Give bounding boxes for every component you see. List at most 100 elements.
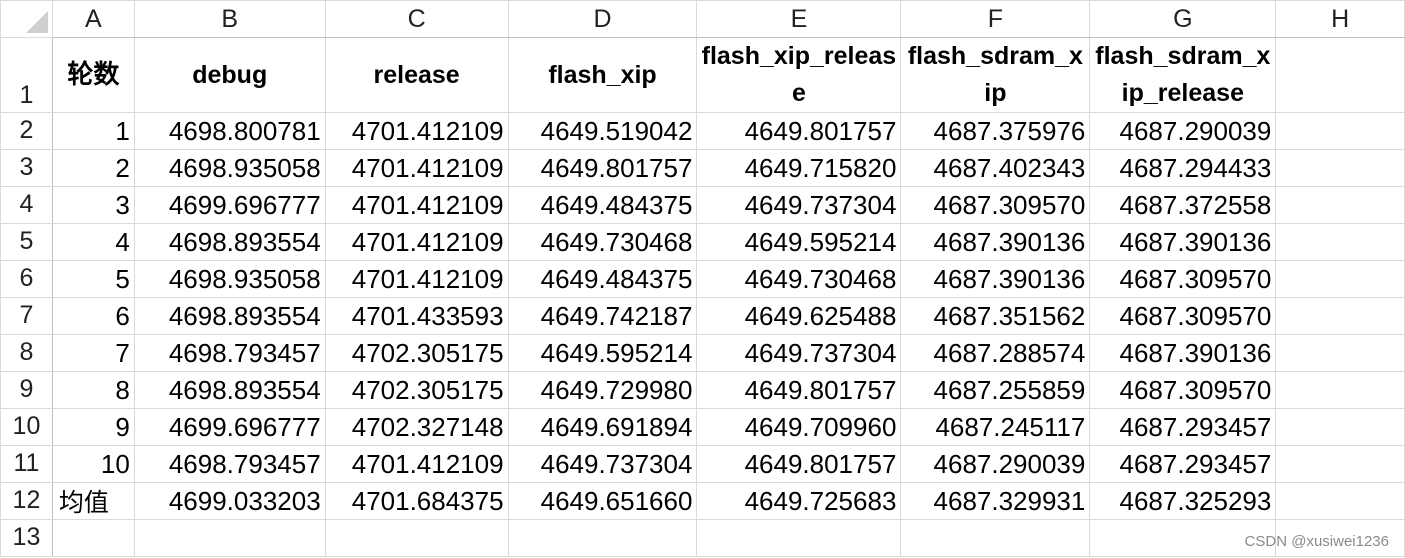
cell-c[interactable]: 4701.433593	[324, 297, 509, 335]
cell-c[interactable]: 4701.412109	[324, 112, 509, 150]
cell-h[interactable]	[1275, 297, 1405, 335]
cell-d[interactable]: 4649.742187	[507, 297, 698, 335]
cell-d[interactable]: 4649.651660	[507, 482, 698, 520]
row-header[interactable]: 11	[0, 445, 53, 483]
header-cell-release[interactable]: release	[324, 37, 509, 113]
cell-c[interactable]: 4702.327148	[324, 408, 509, 446]
header-cell-flash-xip[interactable]: flash_xip	[507, 37, 698, 113]
row-header[interactable]: 7	[0, 297, 53, 335]
cell-b[interactable]: 4698.893554	[133, 223, 326, 261]
cell-a[interactable]: 2	[51, 149, 135, 187]
cell-a[interactable]: 5	[51, 260, 135, 298]
cell-h[interactable]	[1275, 186, 1405, 224]
cell-f[interactable]: 4687.351562	[900, 297, 1091, 335]
cell-a[interactable]: 9	[51, 408, 135, 446]
column-header-a[interactable]: A	[51, 0, 135, 38]
column-header-h[interactable]: H	[1275, 0, 1405, 38]
column-header-b[interactable]: B	[133, 0, 326, 38]
cell-c[interactable]: 4702.305175	[324, 334, 509, 372]
column-header-g[interactable]: G	[1089, 0, 1277, 38]
cell-e[interactable]: 4649.730468	[696, 260, 902, 298]
row-header[interactable]: 13	[0, 519, 53, 557]
cell-d[interactable]: 4649.595214	[507, 334, 698, 372]
cell-h[interactable]	[1275, 260, 1405, 298]
cell-b[interactable]: 4698.800781	[133, 112, 326, 150]
cell-h[interactable]	[1275, 149, 1405, 187]
cell-c[interactable]: 4701.412109	[324, 223, 509, 261]
row-header[interactable]: 12	[0, 482, 53, 520]
cell-f[interactable]: 4687.329931	[900, 482, 1091, 520]
row-header[interactable]: 3	[0, 149, 53, 187]
cell-h[interactable]	[1275, 519, 1405, 557]
cell-e[interactable]	[696, 519, 902, 557]
cell-d[interactable]	[507, 519, 698, 557]
cell-b[interactable]: 4698.793457	[133, 334, 326, 372]
cell-d[interactable]: 4649.484375	[507, 260, 698, 298]
cell-b[interactable]: 4698.935058	[133, 149, 326, 187]
row-header[interactable]: 10	[0, 408, 53, 446]
cell-a[interactable]: 8	[51, 371, 135, 409]
cell-h[interactable]	[1275, 371, 1405, 409]
cell-f[interactable]: 4687.288574	[900, 334, 1091, 372]
column-header-d[interactable]: D	[507, 0, 698, 38]
cell-g[interactable]: 4687.390136	[1089, 223, 1277, 261]
cell-h[interactable]	[1275, 445, 1405, 483]
cell-g[interactable]: 4687.309570	[1089, 297, 1277, 335]
cell-c[interactable]	[324, 519, 509, 557]
cell-e[interactable]: 4649.737304	[696, 334, 902, 372]
cell-e[interactable]: 4649.625488	[696, 297, 902, 335]
header-cell-rounds[interactable]: 轮数	[51, 37, 135, 113]
cell-b[interactable]: 4699.696777	[133, 186, 326, 224]
cell-g[interactable]: 4687.390136	[1089, 334, 1277, 372]
cell-d[interactable]: 4649.484375	[507, 186, 698, 224]
row-header[interactable]: 9	[0, 371, 53, 409]
cell-b[interactable]: 4698.893554	[133, 371, 326, 409]
row-header[interactable]: 2	[0, 112, 53, 150]
cell-a[interactable]: 4	[51, 223, 135, 261]
cell-f[interactable]: 4687.309570	[900, 186, 1091, 224]
header-cell-flash-sdram-xip[interactable]: flash_sdram_xip	[900, 37, 1091, 113]
cell-e[interactable]: 4649.737304	[696, 186, 902, 224]
select-all-corner[interactable]	[0, 0, 53, 38]
cell-f[interactable]: 4687.375976	[900, 112, 1091, 150]
cell-g[interactable]: 4687.309570	[1089, 260, 1277, 298]
cell-e[interactable]: 4649.801757	[696, 445, 902, 483]
cell-f[interactable]: 4687.390136	[900, 260, 1091, 298]
cell-b[interactable]	[133, 519, 326, 557]
cell-a[interactable]: 均值	[51, 482, 135, 520]
cell-f[interactable]: 4687.390136	[900, 223, 1091, 261]
header-cell-debug[interactable]: debug	[133, 37, 326, 113]
cell-c[interactable]: 4701.412109	[324, 149, 509, 187]
cell-h[interactable]	[1275, 112, 1405, 150]
cell-h[interactable]	[1275, 334, 1405, 372]
cell-g[interactable]: 4687.293457	[1089, 408, 1277, 446]
cell-c[interactable]: 4701.412109	[324, 186, 509, 224]
cell-c[interactable]: 4701.412109	[324, 260, 509, 298]
cell-d[interactable]: 4649.737304	[507, 445, 698, 483]
column-header-e[interactable]: E	[696, 0, 902, 38]
cell-d[interactable]: 4649.729980	[507, 371, 698, 409]
row-header[interactable]: 5	[0, 223, 53, 261]
empty-cell[interactable]	[1275, 37, 1405, 113]
cell-g[interactable]: 4687.372558	[1089, 186, 1277, 224]
row-header[interactable]: 4	[0, 186, 53, 224]
cell-e[interactable]: 4649.595214	[696, 223, 902, 261]
row-header[interactable]: 8	[0, 334, 53, 372]
header-cell-flash-sdram-xip-release[interactable]: flash_sdram_xip_release	[1089, 37, 1277, 113]
cell-f[interactable]: 4687.245117	[900, 408, 1091, 446]
cell-f[interactable]	[900, 519, 1091, 557]
column-header-f[interactable]: F	[900, 0, 1091, 38]
cell-a[interactable]: 10	[51, 445, 135, 483]
cell-b[interactable]: 4698.935058	[133, 260, 326, 298]
cell-e[interactable]: 4649.715820	[696, 149, 902, 187]
header-cell-flash-xip-release[interactable]: flash_xip_release	[696, 37, 902, 113]
row-header[interactable]: 6	[0, 260, 53, 298]
cell-a[interactable]	[51, 519, 135, 557]
cell-c[interactable]: 4701.684375	[324, 482, 509, 520]
cell-b[interactable]: 4699.696777	[133, 408, 326, 446]
cell-f[interactable]: 4687.402343	[900, 149, 1091, 187]
cell-d[interactable]: 4649.801757	[507, 149, 698, 187]
cell-f[interactable]: 4687.255859	[900, 371, 1091, 409]
cell-a[interactable]: 1	[51, 112, 135, 150]
cell-e[interactable]: 4649.725683	[696, 482, 902, 520]
